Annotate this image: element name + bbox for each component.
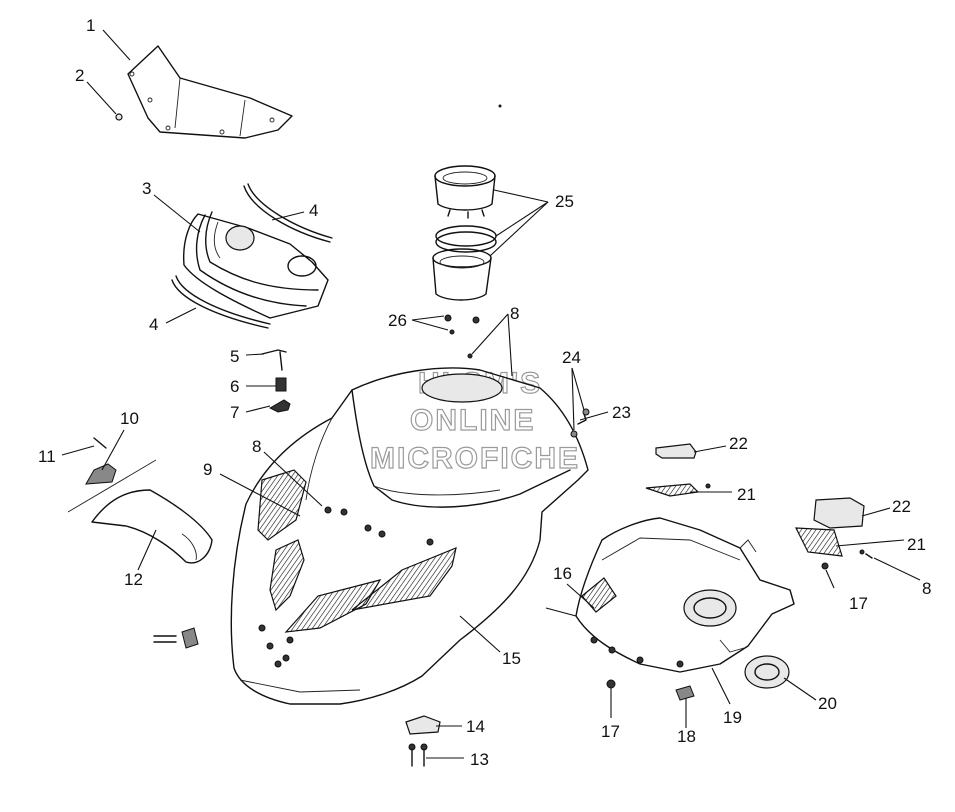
callout-8-right: 8 [922,579,931,598]
callout-26: 26 [388,311,407,330]
headlight-trim-strip-part [171,183,333,329]
screw-small-part [467,104,873,559]
callout-22-right: 22 [892,497,911,516]
callout-16: 16 [553,564,572,583]
grommet-small-part [444,314,480,335]
callout-4-bottom: 4 [149,315,158,334]
watermark-line-2: ONLINE [410,404,535,437]
watermark: HLSM'S ONLINE MICROFICHE [369,366,580,475]
callout-5: 5 [230,347,239,366]
callout-8-hood: 8 [252,437,261,456]
push-rivet-part [570,408,590,438]
windshield-part [127,45,293,139]
callout-15: 15 [502,649,521,668]
callout-4-top: 4 [309,201,318,220]
callout-19: 19 [723,708,742,727]
inner-hood-panel-part [575,517,795,673]
callout-17-right: 17 [849,594,868,613]
callout-1: 1 [86,16,95,35]
fastener-small-part [408,743,428,767]
screw-part [93,437,107,449]
clip-fastener-part [675,685,695,701]
callout-7: 7 [230,403,239,422]
callout-9: 9 [203,460,212,479]
clip-part [405,715,441,735]
latch-part [268,399,291,413]
mirror-mount-part [85,463,117,485]
spring-part [275,377,287,392]
reference-line [545,607,577,617]
side-panel-part [67,459,213,564]
callout-20: 20 [818,694,837,713]
callout-18: 18 [677,727,696,746]
gauge-assembly-part [432,165,497,301]
hood-part [230,367,589,705]
pin-part [261,349,287,371]
callout-8-gauge: 8 [510,304,519,323]
windshield-screw-part [115,113,123,121]
callout-22-top: 22 [729,434,748,453]
callout-23: 23 [612,403,631,422]
callout-11: 11 [38,447,56,466]
leader-lines [61,29,921,759]
callout-2: 2 [75,66,84,85]
callout-13: 13 [470,750,489,769]
callout-3: 3 [142,179,151,198]
callout-21-right: 21 [907,535,926,554]
grommet-ring-part [744,655,790,689]
callout-25: 25 [555,192,574,211]
callout-labels: 1 2 3 4 4 5 6 7 8 8 8 9 10 11 12 13 14 1… [38,16,931,769]
rivets-part [153,627,199,649]
callout-21-top: 21 [737,485,756,504]
callout-17-bottom: 17 [601,722,620,741]
foam-pad-part [655,443,865,529]
callout-6: 6 [230,377,239,396]
callout-14: 14 [466,717,485,736]
callout-10: 10 [120,409,139,428]
headlight-part [182,211,329,319]
watermark-line-3: MICROFICHE [370,442,580,475]
callout-24: 24 [562,348,581,367]
callout-12: 12 [124,570,143,589]
